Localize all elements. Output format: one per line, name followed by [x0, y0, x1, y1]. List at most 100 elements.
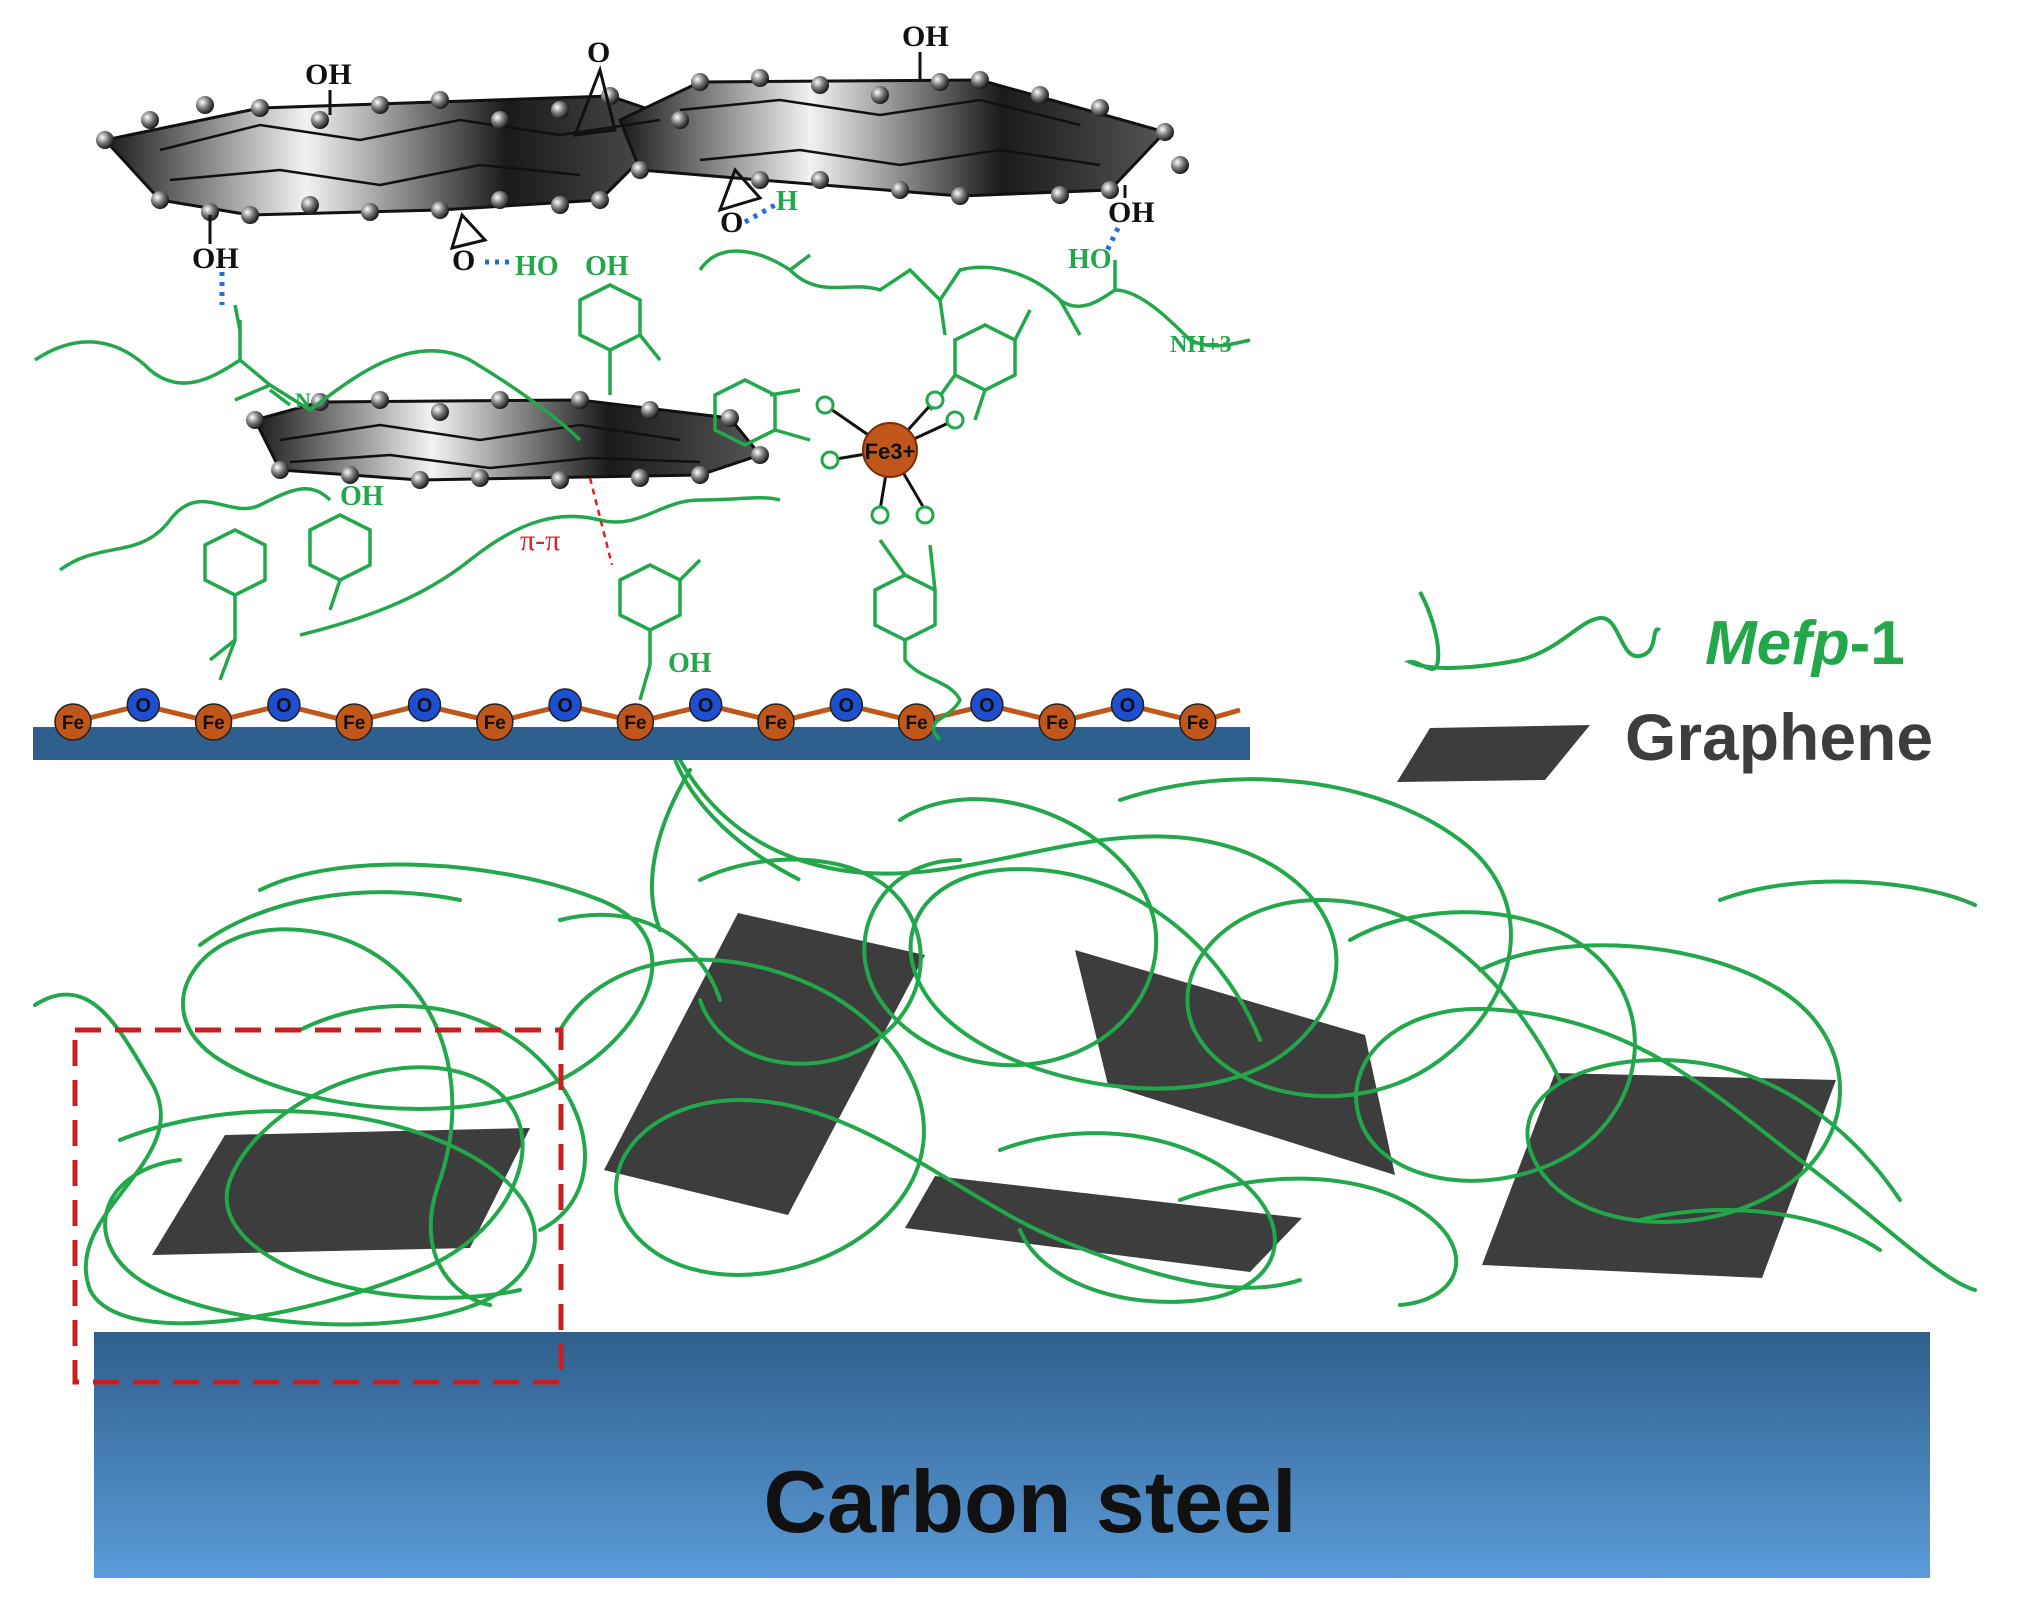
catechol-ring [618, 563, 682, 632]
graphene-sheet [1075, 950, 1395, 1175]
fe-atom-label: Fe [1046, 713, 1068, 734]
carbon-steel-slab: Carbon steel [94, 1332, 1930, 1578]
fe-atom-label: Fe [62, 713, 84, 734]
carbon-atom [891, 181, 909, 199]
carbon-atom [751, 446, 769, 464]
n-label: N [295, 388, 311, 413]
oh-label: OH [668, 648, 712, 679]
fe-atom [1179, 703, 1217, 741]
o-atom [126, 688, 161, 722]
o-atom-label: O [136, 695, 152, 717]
inset-connector-chain [673, 759, 801, 882]
carbon-atom [1091, 99, 1109, 117]
ho-label: HO [515, 251, 559, 282]
o-atom [688, 688, 723, 722]
carbon-atom [811, 171, 829, 189]
oh-label: OH [340, 481, 384, 512]
carbon-atom [241, 206, 259, 224]
legend-mefp-suffix: -1 [1850, 609, 1905, 678]
carbon-atom [591, 191, 609, 209]
legend-mefp-prefix: Mefp [1705, 609, 1850, 678]
carbon-atom [631, 469, 649, 487]
carbon-atom [491, 191, 509, 209]
o-atom [407, 688, 442, 722]
carbon-atom [551, 101, 569, 119]
o-atom [829, 688, 864, 722]
graphene-sheet [905, 1176, 1302, 1272]
o-atom [1110, 688, 1145, 722]
epoxide-o-label: O [452, 244, 475, 277]
fe-atom-label: Fe [765, 713, 787, 734]
catechol-ring [578, 283, 642, 352]
legend: Mefp-1 Graphene [1397, 591, 1933, 782]
fe-atom [194, 703, 233, 741]
carbon-atom [951, 187, 969, 205]
carbon-atom [141, 111, 159, 129]
carbon-atom [201, 203, 219, 221]
inset-green-labels: H HO OH HO NH+3 N OH OH OH [295, 186, 1232, 679]
inset-bonds-black [208, 52, 1127, 251]
carbon-atom [431, 403, 449, 421]
carbon-atom [751, 69, 769, 87]
fe-atom [335, 703, 373, 741]
carbon-atom [246, 411, 264, 429]
ho-label: HO [1068, 244, 1112, 275]
o-atom [267, 688, 301, 722]
catechol-ring [953, 323, 1017, 392]
carbon-atom [491, 111, 509, 129]
carbon-atom [1051, 186, 1069, 204]
oh-label: OH [902, 20, 949, 53]
carbon-atom [551, 471, 569, 489]
graphene-sheet [1482, 1073, 1836, 1278]
oh-label: OH [585, 251, 629, 282]
o-atom [548, 688, 582, 722]
fe-atom [616, 703, 655, 741]
catechol-ring [873, 573, 937, 642]
carbon-atom [471, 469, 489, 487]
inset-graphene-middle [246, 391, 769, 489]
oh-label: OH [192, 242, 239, 275]
carbon-atom [371, 391, 389, 409]
carbon-atom [431, 91, 449, 109]
carbon-atom [751, 171, 769, 189]
fe-atom [1038, 703, 1076, 741]
carbon-atom [96, 131, 114, 149]
carbon-atom [691, 466, 709, 484]
carbon-atom [571, 391, 589, 409]
carbon-atom [1156, 123, 1174, 141]
o-atom-label: O [1120, 695, 1136, 717]
epoxide-o-label: O [720, 206, 743, 239]
carbon-atom [811, 76, 829, 94]
fe-atom-label: Fe [1187, 713, 1209, 734]
fe-atom [757, 703, 795, 741]
pi-pi-stacking: π-π [520, 477, 614, 566]
carbon-atom [671, 111, 689, 129]
carbon-atom [196, 96, 214, 114]
carbon-atom [1031, 86, 1049, 104]
fe-atom [476, 703, 514, 741]
carbon-atom [341, 466, 359, 484]
o-atom-label: O [417, 695, 433, 717]
fe-atom-label: Fe [343, 713, 365, 734]
graphene-sheet [604, 913, 925, 1215]
o-atom-label: O [557, 695, 573, 717]
mefp-polymer-network [33, 758, 1977, 1327]
graphene-sheet [152, 1128, 530, 1255]
carbon-atom [631, 161, 649, 179]
o-atom-label: O [276, 695, 292, 717]
inset-graphene-top [96, 69, 1189, 224]
legend-graphene-swatch [1397, 725, 1590, 782]
carbon-atom [871, 86, 889, 104]
fe-atom [54, 703, 92, 741]
carbon-atom [311, 111, 329, 129]
nh3-label: NH+3 [1170, 332, 1232, 358]
carbon-atom [431, 201, 449, 219]
inset-highlight-box [72, 1027, 564, 1385]
h-label: H [776, 186, 798, 217]
inset-polymer-chemistry [34, 249, 1251, 742]
o-atom [970, 688, 1004, 722]
carbon-atom [361, 203, 379, 221]
